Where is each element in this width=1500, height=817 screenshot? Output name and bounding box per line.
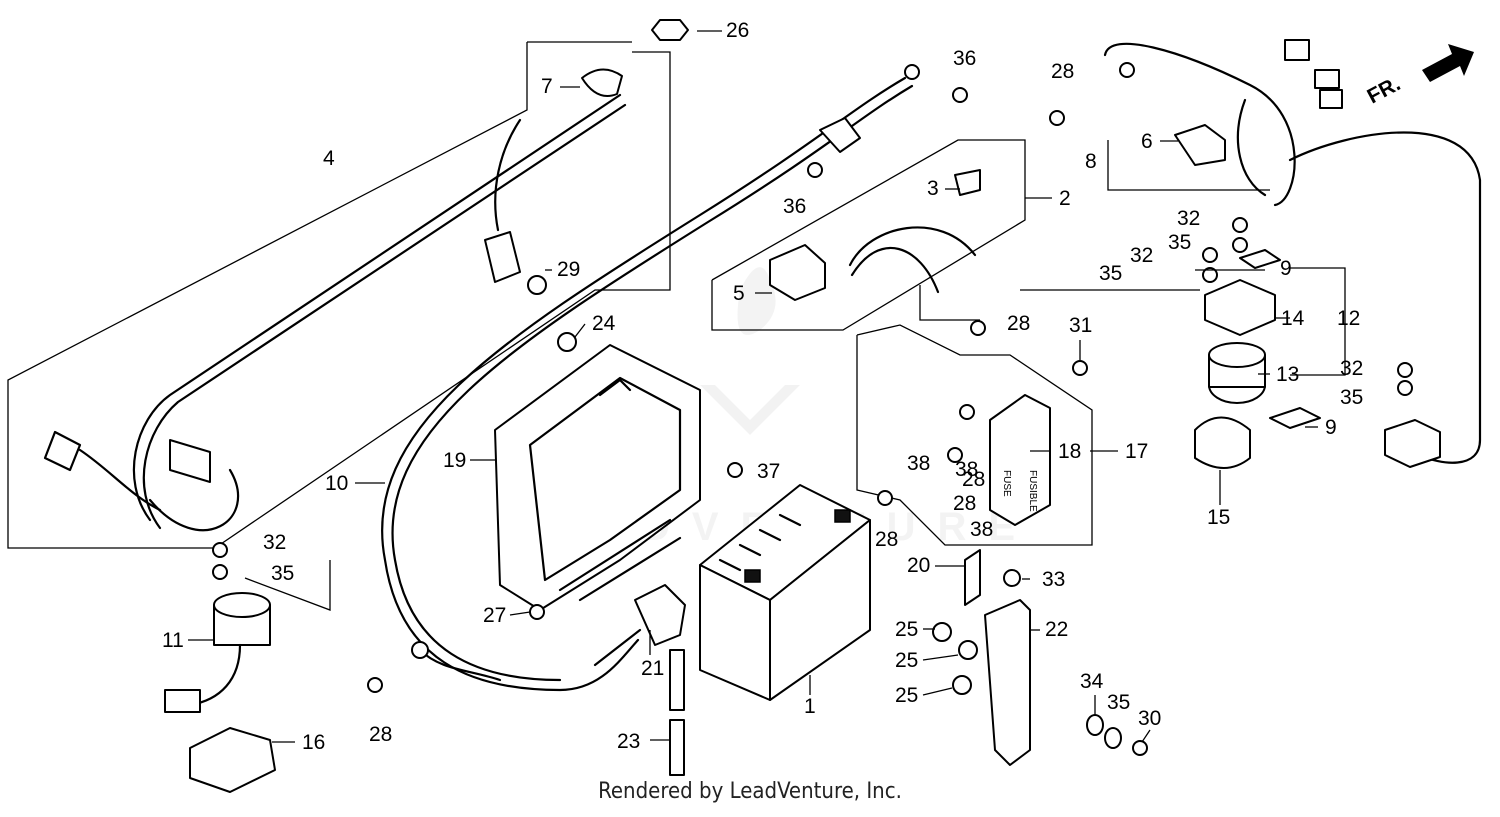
callout-2: 2	[1059, 187, 1071, 210]
callout-35b: 35	[1099, 262, 1122, 285]
callout-35c: 35	[1340, 386, 1363, 409]
callout-37: 37	[757, 460, 780, 483]
callout-25b: 25	[895, 649, 918, 672]
part-16-rubber-cover	[189, 727, 276, 793]
callout-28f: 28	[369, 723, 392, 746]
callout-7: 7	[541, 75, 553, 98]
part-4-sub-harness	[43, 68, 627, 532]
callout-labels: 1 2 3 4 5 6 7 8 9 9 10 11 12 13 14 15 16…	[162, 19, 1363, 754]
callout-35e: 35	[1107, 691, 1130, 714]
part-10-battery-cable	[381, 64, 920, 692]
callout-32a: 32	[1177, 207, 1200, 230]
callout-22: 22	[1045, 618, 1068, 641]
callout-28e: 28	[875, 528, 898, 551]
callout-9a: 9	[1280, 257, 1292, 280]
callout-1: 1	[804, 695, 816, 718]
callout-9b: 9	[1325, 416, 1337, 439]
callout-3: 3	[927, 177, 939, 200]
callout-38b: 38	[955, 458, 978, 481]
callout-5: 5	[733, 282, 745, 305]
part-13-starter-relay	[1208, 342, 1266, 404]
callout-28d: 28	[953, 492, 976, 515]
part-2-cable	[769, 169, 981, 301]
part-15-rubber-cover	[1194, 416, 1251, 469]
callout-20: 20	[907, 554, 930, 577]
callout-34: 34	[1080, 670, 1104, 693]
callout-10: 10	[325, 472, 348, 495]
fasteners	[212, 19, 1413, 776]
arrow-icon	[1422, 44, 1474, 82]
callout-35d: 35	[271, 562, 294, 585]
callout-16: 16	[302, 731, 325, 754]
callout-17: 17	[1125, 440, 1148, 463]
callout-32b: 32	[1130, 244, 1153, 267]
callout-36a: 36	[953, 47, 976, 70]
fusible-label: FUSIBLE	[1027, 470, 1038, 512]
callout-11: 11	[162, 629, 184, 652]
callout-4: 4	[323, 147, 335, 170]
callout-26: 26	[726, 19, 749, 42]
callout-28a: 28	[1051, 60, 1074, 83]
callout-30: 30	[1138, 707, 1161, 730]
callout-25a: 25	[895, 618, 918, 641]
callout-14: 14	[1281, 307, 1305, 330]
callout-38c: 38	[970, 518, 993, 541]
callout-19: 19	[443, 449, 466, 472]
callout-36b: 36	[783, 195, 806, 218]
callout-28b: 28	[1007, 312, 1030, 335]
part-1-battery	[699, 484, 871, 701]
footer-credit: Rendered by LeadVenture, Inc.	[598, 779, 902, 804]
callout-38a: 38	[907, 452, 930, 475]
callout-21: 21	[641, 657, 664, 680]
part-11-relay	[164, 592, 271, 713]
front-direction-arrow: FR.	[1364, 44, 1474, 108]
callout-12: 12	[1337, 307, 1360, 330]
callout-25c: 25	[895, 684, 918, 707]
front-marker-text: FR.	[1364, 72, 1405, 108]
callout-35a: 35	[1168, 231, 1191, 254]
callout-32d: 32	[263, 531, 286, 554]
callout-28c: 28	[962, 468, 985, 491]
callout-6: 6	[1141, 130, 1153, 153]
callout-13: 13	[1276, 363, 1299, 386]
callout-32c: 32	[1340, 357, 1363, 380]
callout-23: 23	[617, 730, 640, 753]
callout-15: 15	[1207, 506, 1230, 529]
callout-18: 18	[1058, 440, 1081, 463]
fuse-label: FUSE	[1001, 470, 1012, 497]
callout-8: 8	[1085, 150, 1097, 173]
leader-lines	[188, 30, 1318, 743]
callout-31: 31	[1069, 314, 1092, 337]
part-14-relay-switch	[1204, 279, 1276, 336]
callout-24: 24	[592, 312, 616, 335]
callout-33: 33	[1042, 568, 1065, 591]
part-19-battery-case	[494, 344, 701, 611]
callout-27: 27	[483, 604, 506, 627]
part-18-fuse-box: FUSE FUSIBLE	[989, 394, 1051, 526]
callout-29: 29	[557, 258, 580, 281]
part-8-main-harness	[1103, 39, 1482, 468]
